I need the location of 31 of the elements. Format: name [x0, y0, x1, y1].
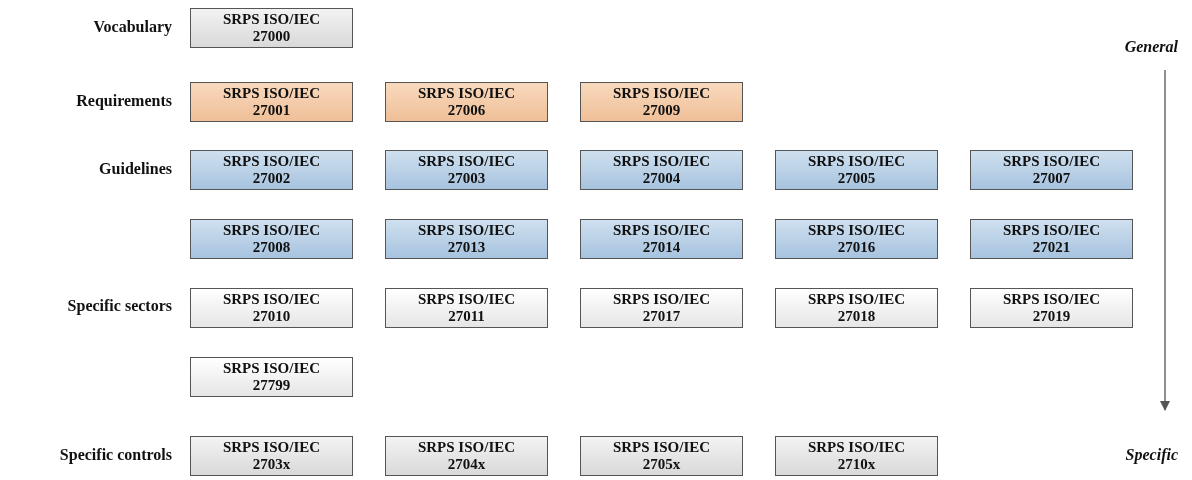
- standard-box: SRPS ISO/IEC 27000: [190, 8, 353, 48]
- standard-box: SRPS ISO/IEC 27004: [580, 150, 743, 190]
- standard-box: SRPS ISO/IEC 27799: [190, 357, 353, 397]
- standard-box: SRPS ISO/IEC 27001: [190, 82, 353, 122]
- standard-box: SRPS ISO/IEC 2705x: [580, 436, 743, 476]
- row-label: Guidelines: [99, 160, 172, 178]
- standard-box: SRPS ISO/IEC 27014: [580, 219, 743, 259]
- standard-box: SRPS ISO/IEC 27003: [385, 150, 548, 190]
- standard-box: SRPS ISO/IEC 27005: [775, 150, 938, 190]
- standard-box: SRPS ISO/IEC 27018: [775, 288, 938, 328]
- row-label: Specific controls: [59, 446, 172, 464]
- standard-box: SRPS ISO/IEC 27002: [190, 150, 353, 190]
- standard-box: SRPS ISO/IEC 27009: [580, 82, 743, 122]
- row-label: Vocabulary: [93, 18, 172, 36]
- standard-box: SRPS ISO/IEC 27007: [970, 150, 1133, 190]
- axis-label: Specific: [1125, 446, 1178, 464]
- standard-box: SRPS ISO/IEC 27021: [970, 219, 1133, 259]
- standard-box: SRPS ISO/IEC 27008: [190, 219, 353, 259]
- standard-box: SRPS ISO/IEC 27013: [385, 219, 548, 259]
- standard-box: SRPS ISO/IEC 27006: [385, 82, 548, 122]
- standard-box: SRPS ISO/IEC 27010: [190, 288, 353, 328]
- standard-box: SRPS ISO/IEC 27019: [970, 288, 1133, 328]
- standard-box: SRPS ISO/IEC 2704x: [385, 436, 548, 476]
- standard-box: SRPS ISO/IEC 2703x: [190, 436, 353, 476]
- row-label: Specific sectors: [67, 297, 172, 315]
- standard-box: SRPS ISO/IEC 2710x: [775, 436, 938, 476]
- axis-label: General: [1124, 38, 1178, 56]
- standard-box: SRPS ISO/IEC 27016: [775, 219, 938, 259]
- row-label: Requirements: [76, 92, 172, 110]
- standard-box: SRPS ISO/IEC 27011: [385, 288, 548, 328]
- standard-box: SRPS ISO/IEC 27017: [580, 288, 743, 328]
